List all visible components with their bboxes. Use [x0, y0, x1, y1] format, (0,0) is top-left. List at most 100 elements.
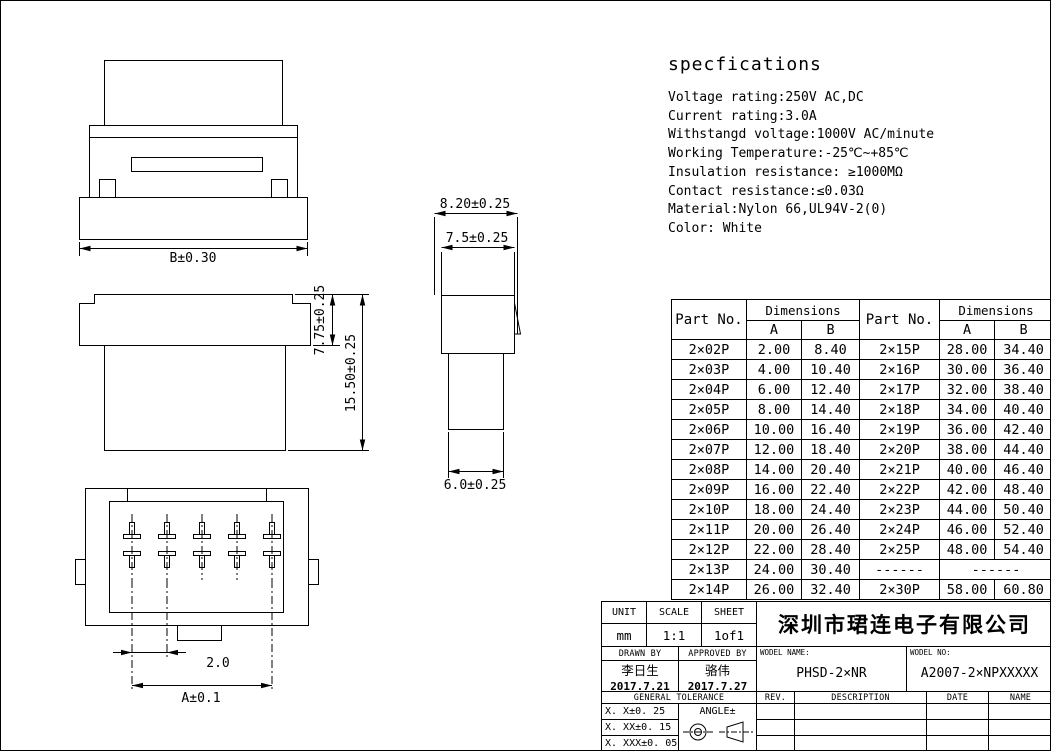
- dimension-value-cell: 46.00: [939, 519, 996, 540]
- pin-contact: [123, 514, 141, 580]
- dimension-value-cell: 38.00: [939, 439, 996, 460]
- part-no-cell: 2×25P: [859, 539, 941, 560]
- col-b-header: B: [994, 320, 1050, 340]
- dimension-value-cell: 14.00: [746, 459, 802, 480]
- dimension-value-cell: 60.80: [994, 579, 1050, 600]
- unit-value: mm: [602, 624, 647, 647]
- tolerance-1: X. X±0. 25: [602, 704, 678, 720]
- dimension-value-cell: 26.00: [746, 579, 802, 600]
- approved-by-name: 骆伟: [704, 662, 730, 678]
- dimension-value-cell: 58.00: [939, 579, 996, 600]
- dimension-value-cell: 30.40: [800, 559, 861, 580]
- dimension-value-cell: 2.00: [746, 339, 802, 360]
- dimension-value-cell: 4.00: [746, 359, 802, 380]
- unit-label: UNIT: [602, 602, 647, 624]
- empty-cell: [989, 704, 1050, 720]
- part-no-cell: 2×24P: [859, 519, 941, 540]
- drawn-by-name: 李日生: [621, 662, 659, 678]
- part-no-header: Part No.: [859, 299, 941, 340]
- dimension-value-cell: 16.40: [800, 419, 861, 440]
- drawn-by-date: 2017.7.21: [610, 679, 670, 692]
- dimension-value-cell: 32.00: [939, 379, 996, 400]
- dimension-value-cell: 16.00: [746, 479, 802, 500]
- tolerance-2: X. XX±0. 15: [602, 720, 678, 736]
- part-no-cell: 2×10P: [671, 499, 747, 520]
- dimension-value-cell: 24.00: [746, 559, 802, 580]
- tolerance-3: X. XXX±0. 05: [605, 738, 678, 749]
- part-no-cell: 2×06P: [671, 419, 747, 440]
- part-no-cell: 2×30P: [859, 579, 941, 600]
- dimension-value-cell: 34.40: [994, 339, 1050, 360]
- dimension-value-cell: 10.00: [746, 419, 802, 440]
- col-a-header: A: [746, 320, 802, 340]
- dimension-value-cell: 32.40: [800, 579, 861, 600]
- terminal-view: [434, 210, 522, 478]
- bottom-view: [75, 488, 319, 689]
- angle-label: ANGLE±: [699, 706, 736, 717]
- approved-by-cell: 骆伟 2017.7.27: [679, 661, 757, 692]
- dimension-value-cell: 12.40: [800, 379, 861, 400]
- side-view: [79, 294, 369, 451]
- company-name: 深圳市珺连电子有限公司: [757, 602, 1050, 647]
- part-no-cell: 2×05P: [671, 399, 747, 420]
- dimension-value-cell: 8.40: [800, 339, 861, 360]
- dimensions-header: Dimensions: [939, 299, 1050, 321]
- dimension-value-cell: 44.40: [994, 439, 1050, 460]
- empty-cell: [795, 736, 927, 750]
- dimension-value-cell: 36.40: [994, 359, 1050, 380]
- dimension-value-cell: 50.40: [994, 499, 1050, 520]
- angle-cell: ANGLE±: [679, 704, 757, 750]
- model-no-value: A2007-2×NPXXXXX: [920, 665, 1039, 681]
- dimension-value-cell: 48.00: [939, 539, 996, 560]
- dimensions-header: Dimensions: [745, 299, 861, 321]
- dimension-value-cell: 12.00: [746, 439, 802, 460]
- dimension-value-cell: 40.00: [939, 459, 996, 480]
- dimension-value-cell: ------: [939, 559, 1050, 580]
- pin-contact: [228, 514, 246, 580]
- part-no-cell: 2×16P: [859, 359, 941, 380]
- part-no-cell: 2×13P: [671, 559, 747, 580]
- part-no-cell: 2×19P: [859, 419, 941, 440]
- spec-line: Voltage rating:250V AC,DC: [668, 90, 864, 105]
- spec-line: Contact resistance:≤0.03Ω: [668, 183, 864, 199]
- spec-line: Color: White: [668, 220, 762, 236]
- scale-value: 1:1: [647, 624, 702, 647]
- model-name-value: PHSD-2×NR: [796, 665, 867, 681]
- dimension-value-cell: 24.40: [800, 499, 861, 520]
- dim-pin-pitch: 2.0: [206, 656, 229, 671]
- empty-cell: [927, 736, 989, 750]
- dimension-value-cell: 20.40: [800, 459, 861, 480]
- part-no-cell: 2×08P: [671, 459, 747, 480]
- dimension-value-cell: 20.00: [746, 519, 802, 540]
- title-block-left: UNIT SCALE SHEET mm 1:1 1of1 DRAWN BY AP…: [602, 602, 757, 750]
- dimension-value-cell: 42.00: [939, 479, 996, 500]
- spec-line: Insulation resistance: ≥1000MΩ: [668, 164, 903, 180]
- model-no-cell: WODEL NO: A2007-2×NPXXXXX: [907, 647, 1050, 692]
- dimension-value-cell: 54.40: [994, 539, 1050, 560]
- col-b-header: B: [800, 320, 861, 340]
- dimension-value-cell: 22.00: [746, 539, 802, 560]
- part-no-cell: 2×23P: [859, 499, 941, 520]
- part-no-cell: 2×20P: [859, 439, 941, 460]
- dimension-value-cell: 46.40: [994, 459, 1050, 480]
- part-no-cell: 2×18P: [859, 399, 941, 420]
- rev-header: REV.: [757, 692, 795, 704]
- pin-contact: [263, 514, 281, 580]
- part-no-cell: 2×04P: [671, 379, 747, 400]
- dimension-value-cell: 52.40: [994, 519, 1050, 540]
- empty-cell: [795, 720, 927, 736]
- spec-line: Working Temperature:-25℃~+85℃: [668, 146, 909, 162]
- dim-side-upper-height: 7.75±0.25: [313, 285, 328, 355]
- dim-front-width: B±0.30: [170, 251, 217, 266]
